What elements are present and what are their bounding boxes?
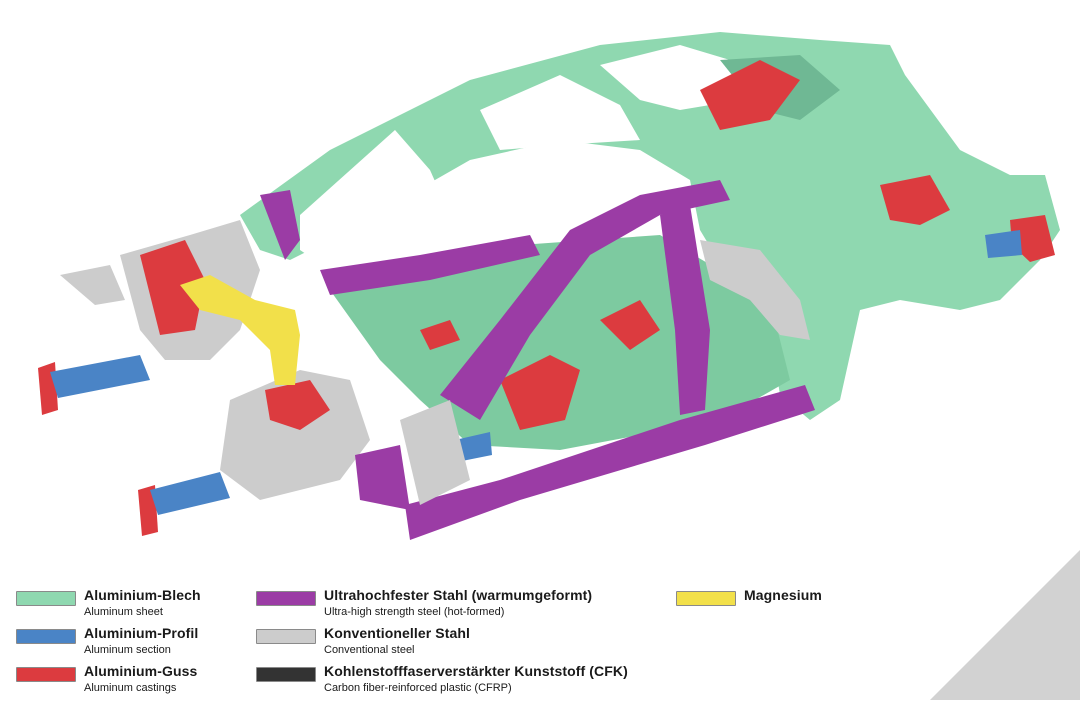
c-pillar-uhss [660, 205, 710, 415]
side-sill-uhss [405, 385, 815, 540]
legend-swatch-magnesium [676, 591, 736, 606]
legend-label-en: Aluminum section [84, 644, 171, 656]
legend-label-de: Aluminium-Blech [84, 587, 201, 603]
legend-label-en: Aluminum sheet [84, 606, 163, 618]
legend-label-de: Ultrahochfester Stahl (warmumgeformt) [324, 587, 593, 603]
a-pillar-lower-steel [400, 400, 470, 505]
b-pillar-uhss [440, 180, 730, 420]
magnesium-strut-brace [180, 275, 300, 385]
front-sill-uhss [355, 445, 410, 510]
floor-casting-2 [600, 300, 660, 350]
front-strut-casting [265, 380, 330, 430]
legend-swatch-aluminium-sheet [16, 591, 76, 606]
lower-crash-rail-section [150, 472, 230, 515]
legend-swatch-aluminium-casting [16, 667, 76, 682]
upper-crash-rail-section [50, 355, 150, 398]
rear-shock-tower-casting [700, 60, 800, 130]
front-longitudinal-steel [220, 370, 370, 500]
rear-suspension-casting [880, 175, 950, 225]
legend-label-en: Aluminum castings [84, 682, 177, 694]
floor-casting-3 [420, 320, 460, 350]
legend-label-de: Konventioneller Stahl [324, 625, 471, 641]
legend-label-de: Aluminium-Guss [84, 663, 198, 679]
legend-label-de: Kohlenstofffaserverstärkter Kunststoff (… [324, 663, 628, 679]
tunnel-steel [700, 240, 810, 340]
sunroof-opening-front [480, 75, 640, 150]
roof-panel [240, 32, 1060, 420]
legend-label-de: Aluminium-Profil [84, 625, 199, 641]
a-pillar-uhss [260, 190, 300, 260]
legend-label-en: Conventional steel [324, 644, 415, 656]
bumper-end-casting-top [38, 362, 58, 415]
legend-swatch-conventional-steel [256, 629, 316, 644]
legend-swatch-aluminium-section [16, 629, 76, 644]
legend-label-en: Ultra-high strength steel (hot-formed) [324, 606, 505, 618]
legend-label-en: Carbon fiber-reinforced plastic (CFRP) [324, 682, 512, 694]
legend-swatch-uhss [256, 591, 316, 606]
legend-swatch-cfrp [256, 667, 316, 682]
windshield-opening [300, 130, 450, 270]
front-shock-tower-casting [140, 240, 205, 335]
floor-casting-1 [500, 355, 580, 430]
corner-decoration [930, 550, 1080, 700]
side-sill-section [455, 432, 492, 462]
legend-label-de: Magnesium [744, 587, 822, 603]
front-bumper-bracket-steel [60, 265, 125, 305]
rear-bumper-section [985, 230, 1022, 258]
roof-rail-uhss [320, 235, 540, 295]
